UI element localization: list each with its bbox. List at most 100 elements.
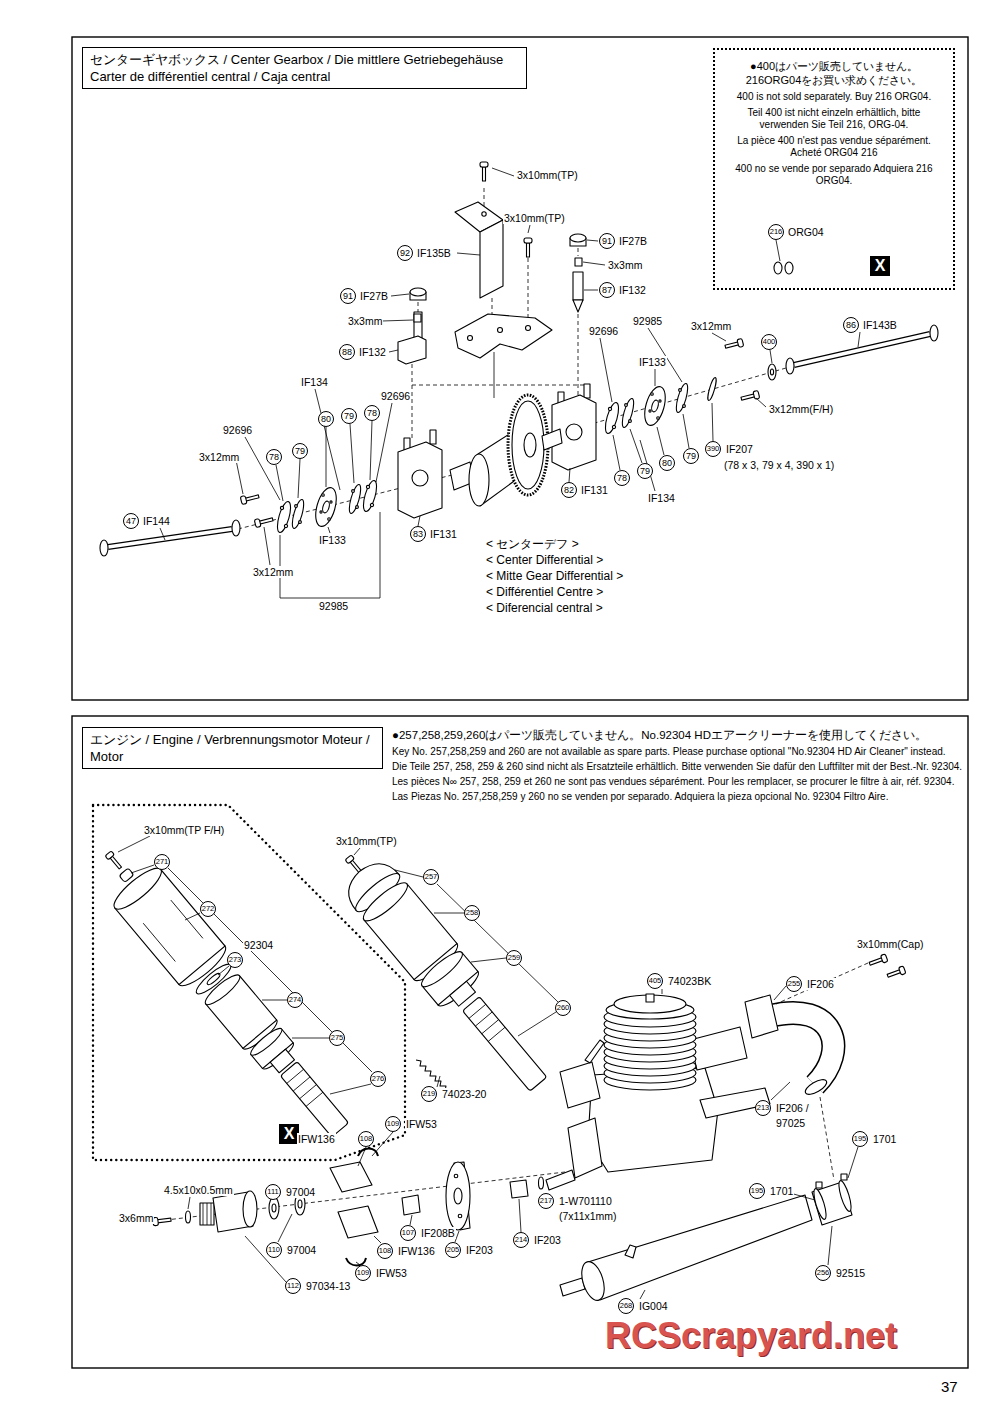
dogbone-shaft (108, 529, 232, 547)
leader-line (471, 958, 506, 962)
dogbone-shaft (232, 520, 240, 536)
section-heading: センターギヤボックス / Center Gearbox / Die mittle… (82, 47, 527, 89)
callout-number: 255 (786, 976, 802, 992)
clutch (153, 1216, 172, 1226)
part-label: 92515 (835, 1267, 866, 1279)
bearing-plate (312, 485, 340, 528)
clutch (330, 1162, 372, 1192)
leader-line (437, 1076, 440, 1087)
leader-line (264, 527, 270, 565)
part-label: IFW136 (397, 1245, 436, 1257)
engine (690, 1027, 747, 1070)
engine (588, 1068, 718, 1172)
note-text: 400 no se vende por separado Adquiera 21… (722, 163, 946, 187)
leader-line (434, 913, 464, 914)
part-label: IFW53 (375, 1267, 408, 1279)
screw (480, 162, 488, 181)
post (414, 314, 421, 322)
callout-number: 110 (266, 1242, 282, 1258)
leader-line (770, 350, 772, 363)
callout-number: 87 (599, 282, 615, 298)
leader-line (118, 836, 150, 852)
post (573, 300, 583, 312)
callout-number: 111 (265, 1184, 281, 1200)
clutch (454, 1174, 458, 1178)
clutch (458, 1214, 462, 1218)
exhaust-manifold (745, 954, 906, 1097)
dogbone-shaft (786, 358, 794, 374)
leader-line (395, 870, 423, 877)
leader-line (640, 1290, 645, 1299)
callout-number: 109 (385, 1116, 401, 1132)
part-label: 92985 (318, 600, 349, 612)
bulkhead (430, 430, 436, 444)
leader-line (613, 435, 620, 470)
assembly-axis (578, 314, 579, 396)
leader-line (350, 424, 354, 483)
callout-number: 275 (329, 1030, 345, 1046)
leader-line (630, 429, 642, 463)
leader-line (771, 1082, 790, 1100)
clutch (510, 1180, 528, 1198)
option-outline (93, 805, 405, 1160)
bearing-plate (770, 369, 773, 375)
leader-line (298, 459, 300, 498)
clutch (153, 1149, 544, 1266)
leader-line (418, 516, 420, 526)
gearbox-bracket (482, 212, 486, 216)
part-label: 92696 (222, 424, 253, 436)
callout-number: 79 (683, 448, 699, 464)
leader-line (391, 294, 409, 296)
center-differential (508, 395, 548, 495)
leader-line (712, 403, 713, 441)
leader-line (236, 460, 243, 494)
post (410, 288, 426, 296)
part-label: 3x12mm (252, 566, 294, 578)
callout-number: 79 (341, 408, 357, 424)
callout-number: 107 (400, 1225, 416, 1241)
leader-line (160, 168, 860, 598)
engine (546, 1170, 575, 1190)
leader-line (712, 333, 726, 341)
clutch (446, 1162, 470, 1230)
part-label: IF134 (300, 376, 329, 388)
muffler (560, 1174, 854, 1303)
leader-line (276, 465, 283, 501)
part-label: IF27B (618, 235, 648, 247)
air-cleaner (327, 839, 560, 1102)
leader-line (245, 437, 280, 500)
leader-line (528, 225, 530, 233)
part-label: ORG04 (787, 226, 825, 238)
mount-plate (455, 314, 552, 358)
bearing-plate (674, 382, 690, 413)
air-cleaner (85, 834, 363, 1149)
dogbone-shaft (794, 334, 930, 365)
callout-number: 79 (637, 463, 653, 479)
engine (614, 995, 686, 1013)
leader-line (278, 1214, 292, 1242)
part-label: 1701 (872, 1133, 897, 1145)
leader-line (657, 427, 664, 455)
assembly-axis (578, 248, 579, 256)
leader-line (382, 320, 413, 321)
air-cleaner (143, 900, 203, 961)
post (398, 234, 586, 364)
callout-number: 272 (200, 901, 216, 917)
muffler (578, 1259, 609, 1303)
air-cleaner (359, 878, 412, 926)
exhaust-manifold (776, 963, 868, 1004)
shim-washer (774, 262, 793, 274)
part-label: 97034-13 (305, 1280, 351, 1292)
assembly-axis (412, 385, 585, 386)
part-label: IF132 (358, 346, 387, 358)
callout-number: 79 (292, 443, 308, 459)
part-label: IF207 (725, 443, 754, 455)
bearing-plate (290, 498, 306, 529)
bearing-plate (275, 500, 293, 534)
leader-line (370, 421, 372, 480)
panel-frame (72, 716, 968, 1368)
part-label: IF133 (318, 534, 347, 546)
watermark: RCScrapyard.net (605, 1315, 897, 1356)
